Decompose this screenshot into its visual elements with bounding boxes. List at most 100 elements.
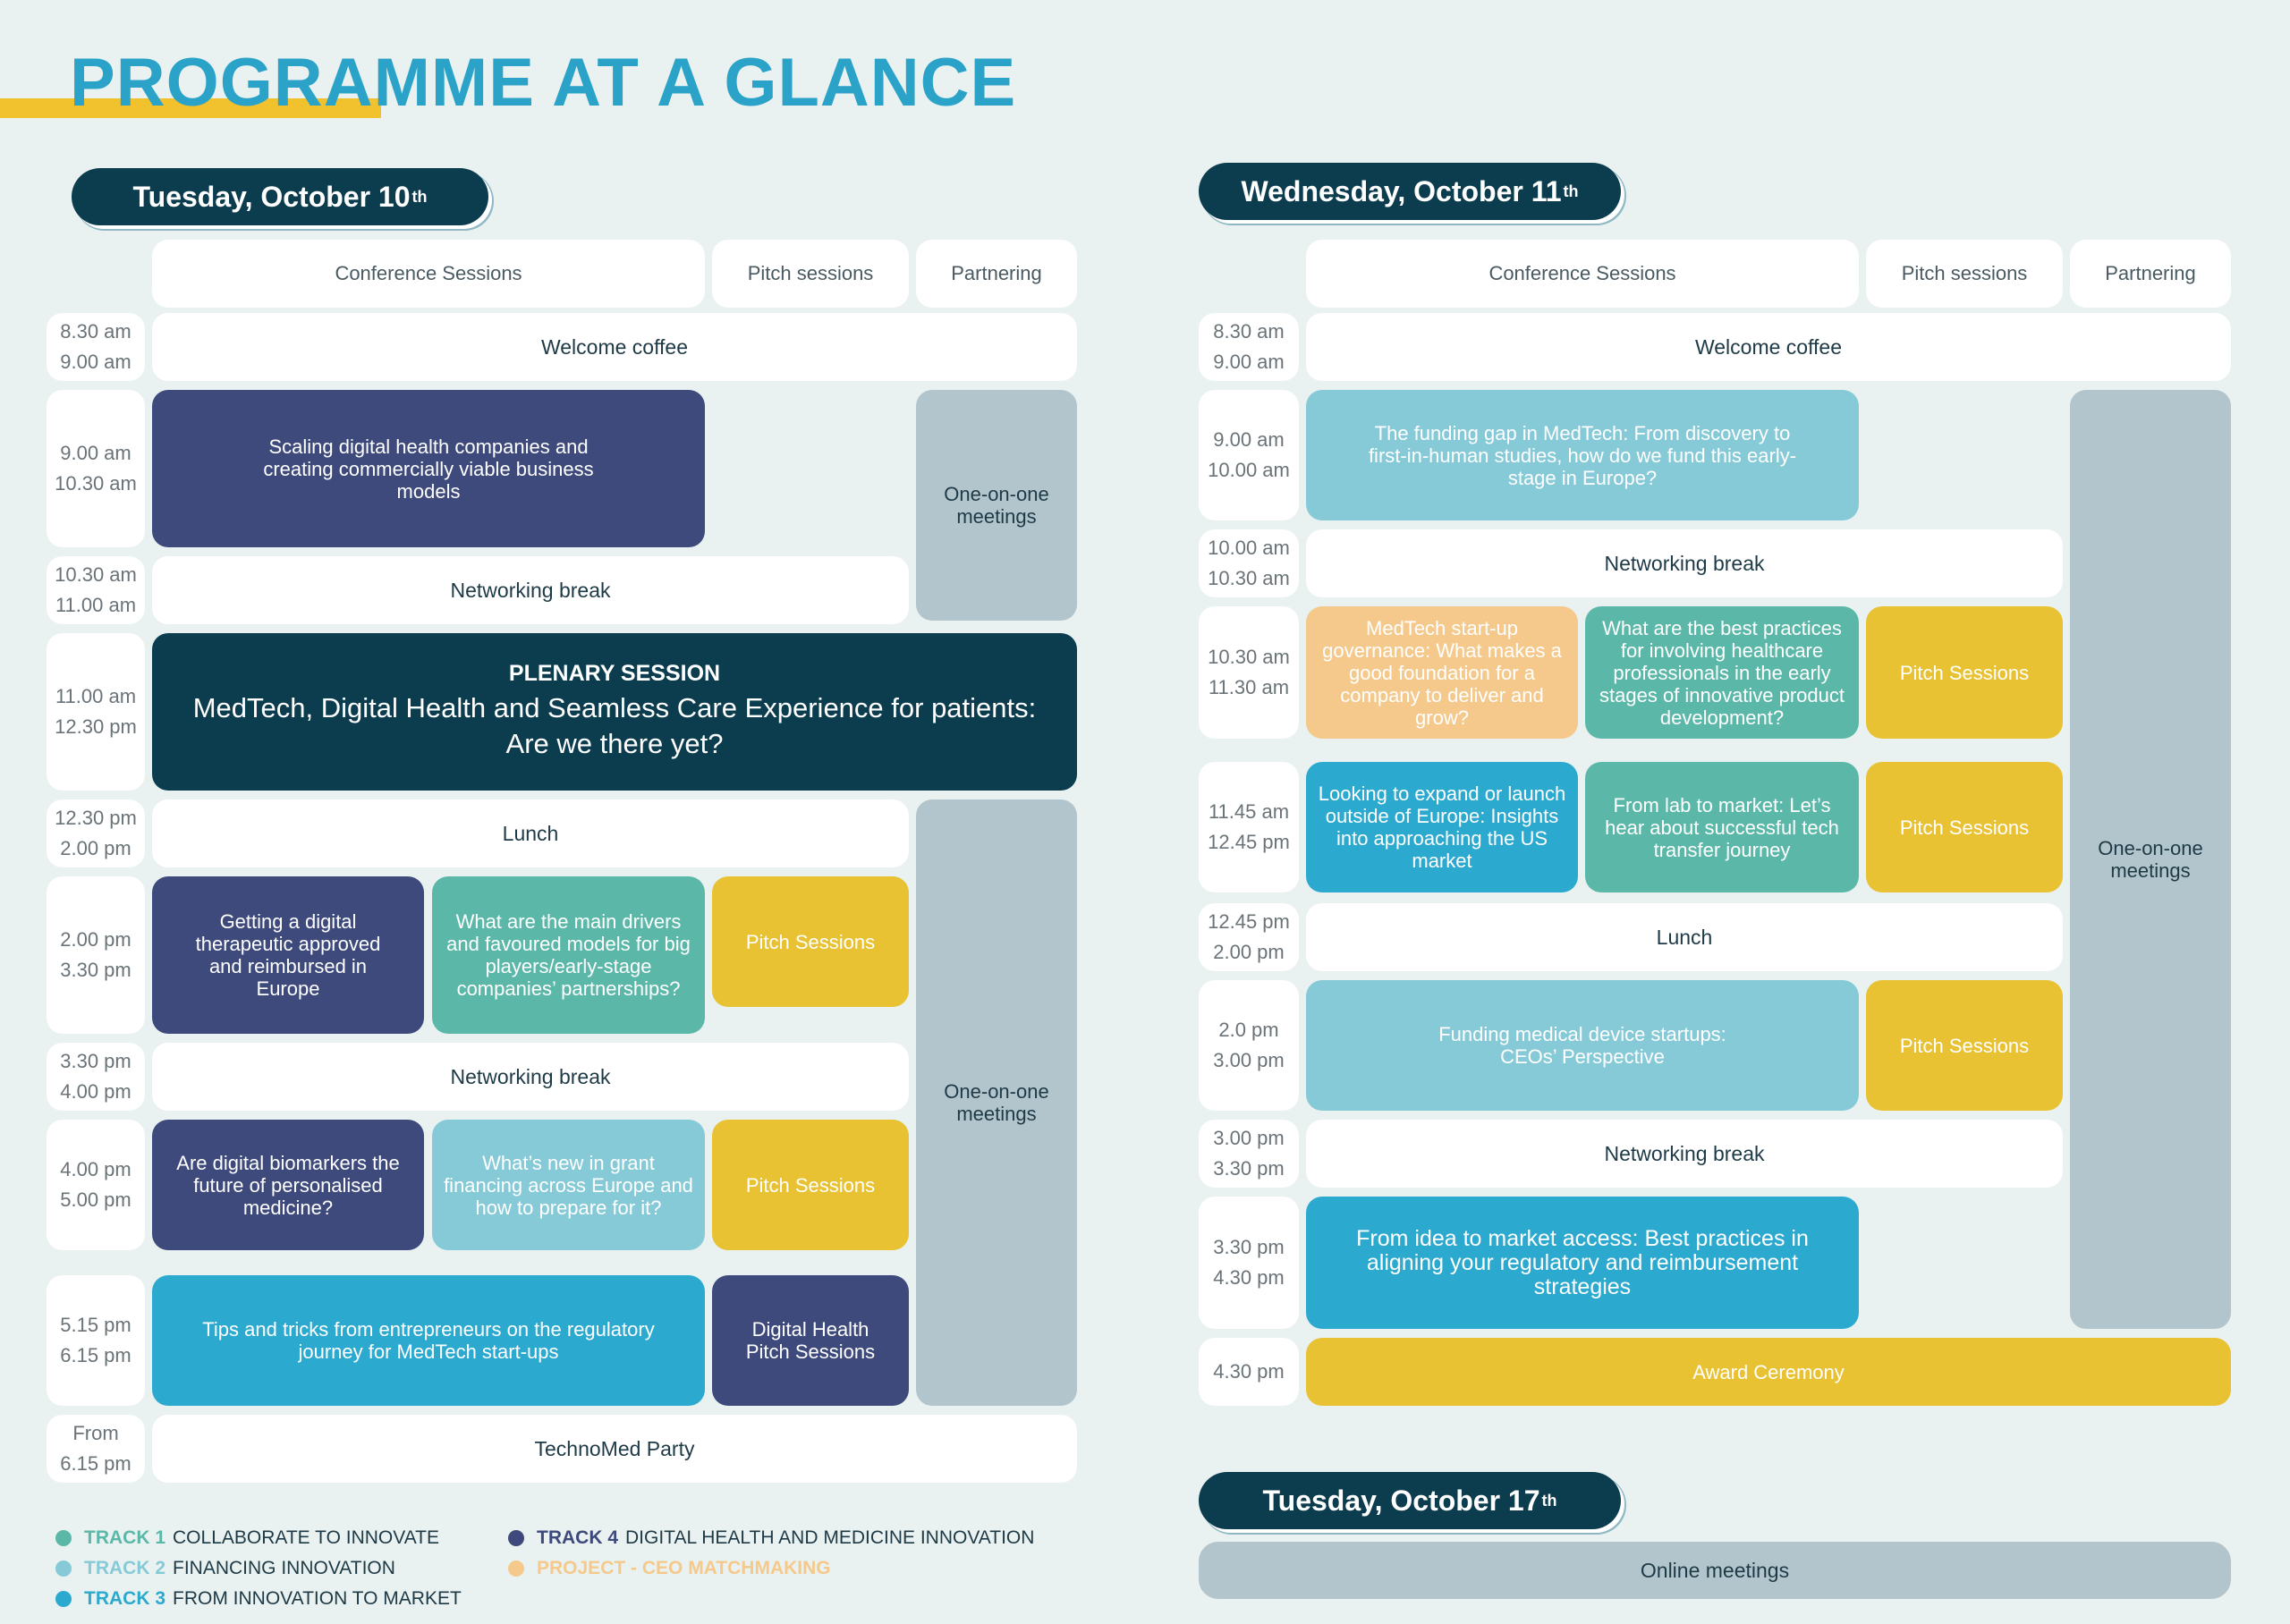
legend-track-1: TRACK 1 COLLABORATE TO INNOVATE [55, 1527, 439, 1549]
day2-name: Wednesday, October 11 [1241, 174, 1562, 207]
day2-one-on-one: One-on-one meetings [2070, 390, 2231, 1329]
time-end: 6.15 pm [60, 1452, 131, 1475]
legend-track-2: TRACK 2 FINANCING INNOVATION [55, 1558, 395, 1579]
day1-time-slot: 11.00 am 12.30 pm [47, 633, 145, 791]
time-end: 12.30 pm [55, 715, 137, 738]
time-end: 11.30 am [1208, 676, 1290, 698]
track-3-dot-icon [55, 1591, 72, 1607]
day2-award-ceremony: Award Ceremony [1306, 1338, 2231, 1406]
day2-time-slot: 10.30 am 11.30 am [1199, 606, 1299, 739]
page-title: PROGRAMME AT A GLANCE [70, 45, 1017, 121]
day2-session-funding-devices: Funding medical device startups: CEOs’ P… [1306, 980, 1859, 1111]
time-end: 10.30 am [55, 472, 137, 495]
day1-party: TechnoMed Party [152, 1415, 1077, 1483]
track-1-dot-icon [55, 1530, 72, 1546]
day2-networking-break: Networking break [1306, 529, 2063, 597]
header-conference-day2: Conference Sessions [1306, 240, 1859, 308]
day2-session-idea-to-market: From idea to market access: Best practic… [1306, 1197, 1859, 1329]
day2-session-expand: Looking to expand or launch outside of E… [1306, 762, 1578, 892]
header-partnering-day2: Partnering [2070, 240, 2231, 308]
day2-time-slot: 10.00 am 10.30 am [1199, 529, 1299, 597]
day1-session-tips: Tips and tricks from entrepreneurs on th… [152, 1275, 705, 1406]
time-end: 4.00 pm [60, 1080, 131, 1103]
header-pitch-day2: Pitch sessions [1866, 240, 2063, 308]
day1-time-slot: 3.30 pm 4.00 pm [47, 1043, 145, 1111]
day1-one-on-one-morning: One-on-one meetings [916, 390, 1077, 621]
day1-one-on-one-afternoon: One-on-one meetings [916, 799, 1077, 1406]
header-conference: Conference Sessions [152, 240, 705, 308]
day1-lunch: Lunch [152, 799, 909, 867]
day3-online-meetings: Online meetings [1199, 1542, 2231, 1599]
plenary-title: MedTech, Digital Health and Seamless Car… [192, 691, 1037, 759]
day2-pitch-sessions-2: Pitch Sessions [1866, 762, 2063, 892]
day2-time-slot: 2.0 pm 3.00 pm [1199, 980, 1299, 1111]
legend-track-3: TRACK 3 FROM INNOVATION TO MARKET [55, 1588, 462, 1610]
time-end: 9.00 am [1213, 351, 1285, 373]
day1-pitch-sessions-2: Pitch Sessions [712, 1120, 909, 1250]
title-accent-bar [0, 98, 381, 118]
time-end: 9.00 am [60, 351, 131, 373]
day1-sup: th [411, 187, 428, 206]
time-start: 8.30 am [1213, 320, 1285, 343]
legend-label: DIGITAL HEALTH AND MEDICINE INNOVATION [625, 1527, 1035, 1548]
time-start: 2.0 pm [1218, 1019, 1279, 1041]
time-start: 5.15 pm [60, 1314, 131, 1336]
legend-track-4: TRACK 4 DIGITAL HEALTH AND MEDICINE INNO… [508, 1527, 1034, 1549]
day1-time-slot: 12.30 pm 2.00 pm [47, 799, 145, 867]
time-start: 3.30 pm [1213, 1236, 1285, 1258]
day2-welcome-coffee: Welcome coffee [1306, 313, 2231, 381]
time-end: 2.00 pm [60, 837, 131, 859]
day2-session-funding-gap: The funding gap in MedTech: From discove… [1306, 390, 1859, 520]
day2-pitch-sessions-1: Pitch Sessions [1866, 606, 2063, 739]
legend-label: COLLABORATE TO INNOVATE [173, 1527, 439, 1548]
day2-time-slot: 8.30 am 9.00 am [1199, 313, 1299, 381]
day1-networking-break-2: Networking break [152, 1043, 909, 1111]
day1-time-slot: 9.00 am 10.30 am [47, 390, 145, 547]
time-start: 10.30 am [1208, 646, 1290, 668]
day1-networking-break: Networking break [152, 556, 909, 624]
track-4-dot-icon [508, 1530, 524, 1546]
time-end: 3.30 pm [1213, 1157, 1285, 1180]
legend-track: TRACK 1 [84, 1527, 166, 1548]
day1-session-scaling: Scaling digital health companies and cre… [152, 390, 705, 547]
time-start: 4.00 pm [60, 1158, 131, 1180]
time-start: 9.00 am [60, 442, 131, 464]
plenary-heading: PLENARY SESSION [508, 660, 721, 686]
day2-networking-break-2: Networking break [1306, 1120, 2063, 1188]
time-end: 12.45 pm [1208, 831, 1290, 853]
time-end: 11.00 am [55, 594, 137, 616]
legend-track: TRACK 4 [537, 1527, 619, 1548]
day2-session-governance: MedTech start-up governance: What makes … [1306, 606, 1578, 739]
project-dot-icon [508, 1561, 524, 1577]
day1-time-slot: 2.00 pm 3.30 pm [47, 876, 145, 1034]
day3-sup: th [1541, 1491, 1557, 1510]
day1-digital-pitch: Digital Health Pitch Sessions [712, 1275, 909, 1406]
day2-session-lab-to-market: From lab to market: Let’s hear about suc… [1585, 762, 1859, 892]
time-end: 10.30 am [1208, 567, 1290, 589]
time-start: 2.00 pm [60, 928, 131, 951]
header-pitch: Pitch sessions [712, 240, 909, 308]
time-start: 11.00 am [55, 685, 137, 707]
day2-session-best-practices: What are the best practices for involvin… [1585, 606, 1859, 739]
day2-pitch-sessions-3: Pitch Sessions [1866, 980, 2063, 1111]
time-end: 3.00 pm [1213, 1049, 1285, 1071]
day1-welcome-coffee: Welcome coffee [152, 313, 1077, 381]
time-start: 10.00 am [1208, 537, 1290, 559]
time-start: 8.30 am [60, 320, 131, 343]
legend-track: TRACK 3 [84, 1588, 166, 1609]
time-end: 3.30 pm [60, 959, 131, 981]
time-start: 3.30 pm [60, 1050, 131, 1072]
day1-session-drivers: What are the main drivers and favoured m… [432, 876, 705, 1034]
time-start: 12.30 pm [55, 807, 137, 829]
time-start: 9.00 am [1213, 428, 1285, 451]
